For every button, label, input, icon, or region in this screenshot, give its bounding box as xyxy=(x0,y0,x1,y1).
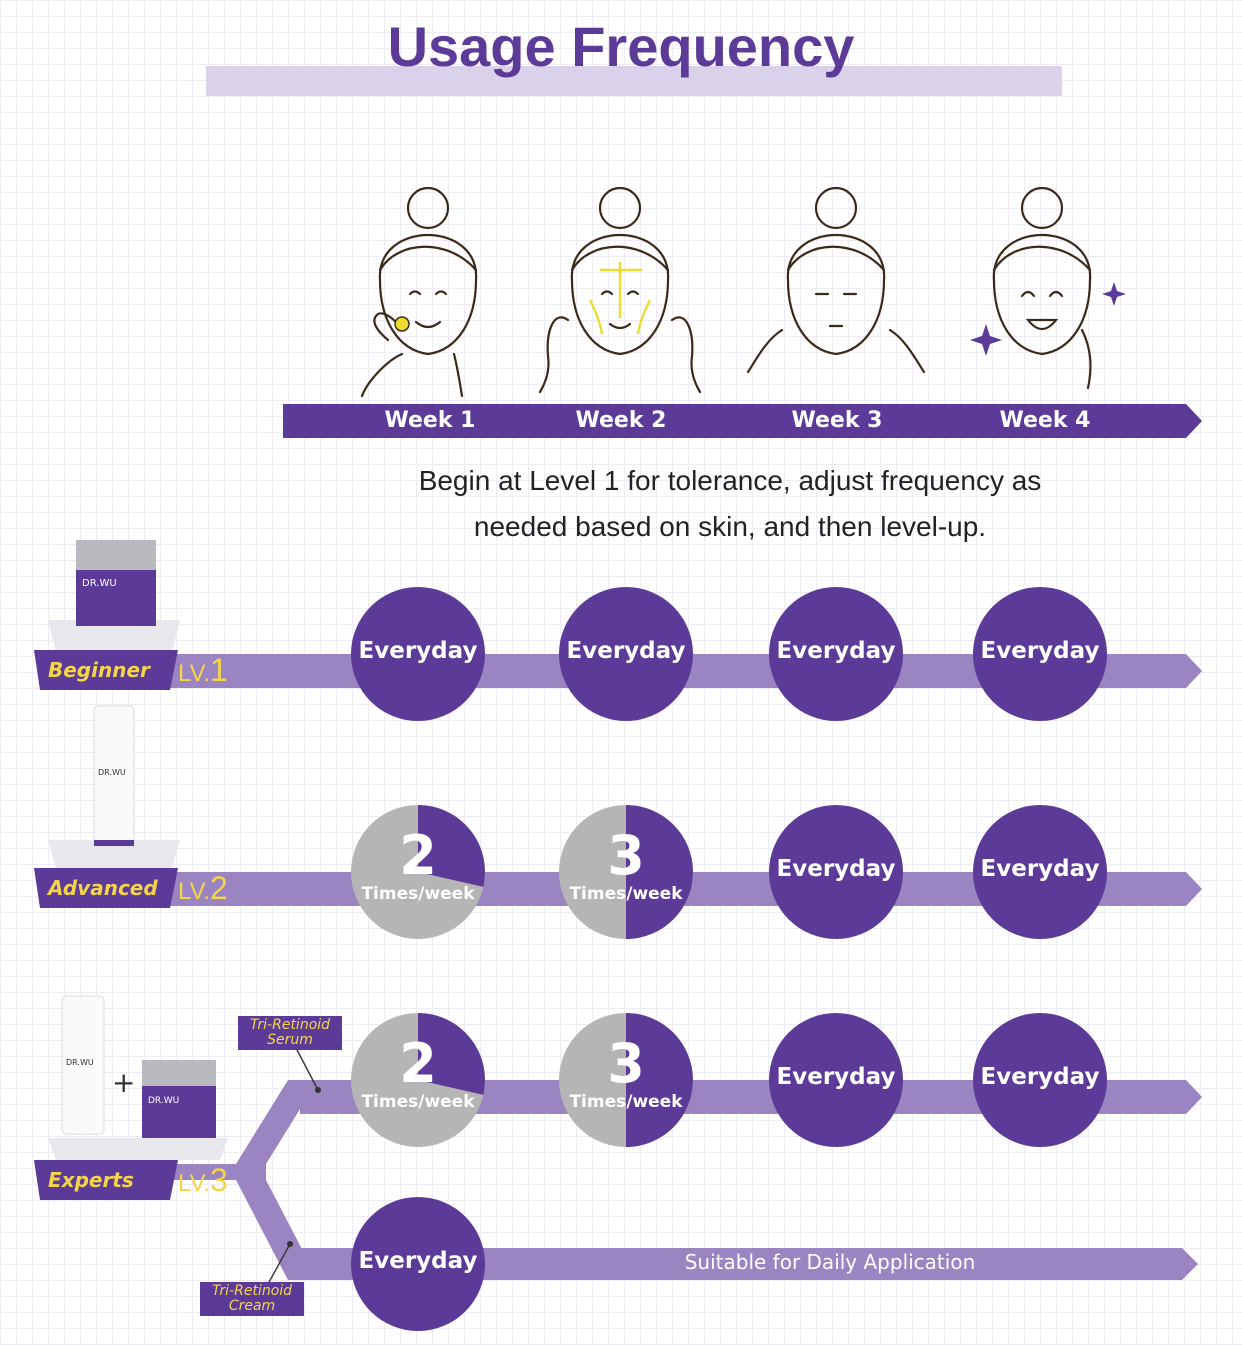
cream-callout: Tri-Retinoid Cream xyxy=(200,1282,304,1316)
serum-callout: Tri-Retinoid Serum xyxy=(238,1016,342,1050)
lane-branch xyxy=(236,1180,318,1280)
everyday-label: Everyday xyxy=(980,1064,1100,1090)
week-timeline-arrow xyxy=(283,404,1202,438)
times-unit: Times/week xyxy=(361,1092,475,1112)
product-advanced-serum xyxy=(48,705,180,868)
frequency-circle-lv3-week1 xyxy=(351,1013,485,1147)
plus-sign: + xyxy=(112,1066,136,1099)
times-number: 3 xyxy=(607,824,645,887)
sparkle-icon xyxy=(1102,282,1126,306)
times-unit: Times/week xyxy=(361,884,475,904)
times-number: 3 xyxy=(607,1032,645,1095)
product-experts-set xyxy=(48,995,228,1160)
frequency-circle-lv2-week4 xyxy=(973,805,1107,939)
intro-line-2: needed based on skin, and then level-up. xyxy=(473,511,987,542)
lane-arrow-lv3-cream xyxy=(300,1248,1198,1280)
level-number-3: LV.3 xyxy=(178,1162,228,1198)
massage-arrows-icon xyxy=(588,262,652,335)
daily-application-note: Suitable for Daily Application xyxy=(684,1250,976,1274)
level-tag-bg xyxy=(34,868,178,908)
frequency-circle-lv2-week1 xyxy=(351,805,485,939)
frequency-circle-lv3-cream xyxy=(351,1197,485,1331)
sparkle-icon xyxy=(970,324,1002,356)
frequency-circle-lv1-week4 xyxy=(973,587,1107,721)
everyday-label: Everyday xyxy=(980,856,1100,882)
times-unit: Times/week xyxy=(569,884,683,904)
frequency-circle-lv2-week2 xyxy=(559,805,693,939)
times-unit: Times/week xyxy=(569,1092,683,1112)
brand-label: DR.WU xyxy=(82,578,117,589)
brand-label: DR.WU xyxy=(98,768,126,777)
level-tag-beginner: Beginner xyxy=(48,658,150,682)
times-number: 2 xyxy=(399,824,437,887)
frequency-circle-lv3-week2 xyxy=(559,1013,693,1147)
lane-stem xyxy=(150,1164,266,1180)
week-2-label: Week 2 xyxy=(575,408,667,433)
lane-branch xyxy=(236,1080,318,1164)
everyday-label: Everyday xyxy=(358,638,478,664)
frequency-circles xyxy=(351,587,1107,1331)
face-illustrations xyxy=(360,186,1092,398)
everyday-label: Everyday xyxy=(776,856,896,882)
frequency-circle-lv2-week3 xyxy=(769,805,903,939)
intro-line-1: Begin at Level 1 for tolerance, adjust f… xyxy=(418,465,1042,496)
face-week2-icon xyxy=(538,186,702,394)
frequency-circle-lv3-week3 xyxy=(769,1013,903,1147)
everyday-label: Everyday xyxy=(358,1248,478,1274)
week-3-label: Week 3 xyxy=(791,408,883,433)
brand-label: DR.WU xyxy=(148,1096,180,1106)
face-week4-icon xyxy=(992,186,1092,390)
times-number: 2 xyxy=(399,1032,437,1095)
level-tag-bg xyxy=(34,1160,178,1200)
level-number-1: LV.1 xyxy=(178,652,228,688)
everyday-label: Everyday xyxy=(776,1064,896,1090)
face-week3-icon xyxy=(746,186,926,374)
frequency-circle-lv1-week2 xyxy=(559,587,693,721)
intro-text: Begin at Level 1 for tolerance, adjust f… xyxy=(330,458,1130,550)
everyday-label: Everyday xyxy=(980,638,1100,664)
brand-label: DR.WU xyxy=(66,1058,94,1067)
frequency-circle-lv1-week3 xyxy=(769,587,903,721)
product-beginner-cream xyxy=(48,540,180,652)
level-tag-experts: Experts xyxy=(48,1168,134,1192)
level-number-2: LV.2 xyxy=(178,870,228,906)
level-tag-advanced: Advanced xyxy=(48,876,158,900)
face-week1-icon xyxy=(360,186,478,398)
everyday-label: Everyday xyxy=(776,638,896,664)
frequency-circle-lv1-week1 xyxy=(351,587,485,721)
frequency-circle-lv3-week4 xyxy=(973,1013,1107,1147)
page-title: Usage Frequency xyxy=(387,15,855,78)
week-4-label: Week 4 xyxy=(999,408,1091,433)
everyday-label: Everyday xyxy=(566,638,686,664)
title-band xyxy=(206,66,1062,96)
cotton-pad-icon xyxy=(394,316,410,332)
week-1-label: Week 1 xyxy=(384,408,476,433)
level-tag-bg xyxy=(34,650,178,690)
